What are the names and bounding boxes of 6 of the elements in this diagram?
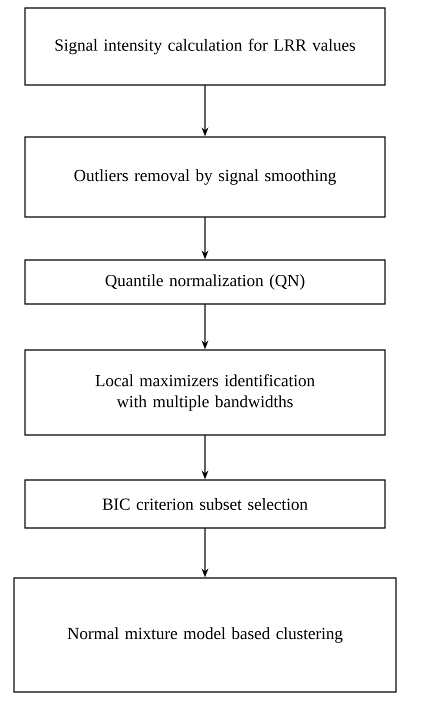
process-box: BIC criterion subset selection: [24, 479, 386, 529]
process-box: Signal intensity calculation for LRR values: [24, 7, 386, 86]
process-box: Normal mixture model based clustering: [13, 577, 397, 693]
process-box: Quantile normalization (QN): [24, 259, 386, 305]
process-box: Local maximizers identification with multiple bandwidths: [24, 349, 386, 436]
process-box: Outliers removal by signal smoothing: [24, 136, 386, 218]
